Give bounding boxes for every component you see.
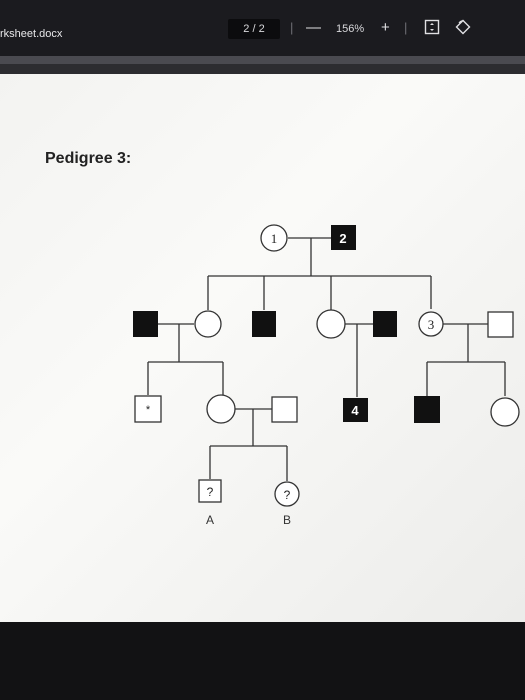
individual-2-label: 2 <box>339 231 346 246</box>
page-heading: Pedigree 3: <box>45 150 132 167</box>
individual-1-label: 1 <box>271 231 278 246</box>
document-title: rksheet.docx <box>0 28 63 40</box>
starred-male <box>134 395 162 423</box>
toolbar-divider: | <box>404 20 408 35</box>
individual-2-affected-male <box>331 225 356 250</box>
affected-male <box>373 311 397 337</box>
individual-4-label: 4 <box>351 403 359 418</box>
rotate-icon[interactable] <box>454 18 472 36</box>
zoom-out-button[interactable]: — <box>306 19 321 36</box>
individual-3-female <box>418 311 444 337</box>
individual-b-name: B <box>283 513 291 527</box>
unaffected-female <box>316 309 346 339</box>
individual-4-affected-male <box>343 398 368 422</box>
toolbar-shadow <box>0 56 525 64</box>
individual-a-query: ? <box>207 485 214 499</box>
pedigree-lines <box>147 237 506 481</box>
affected-male <box>414 396 440 423</box>
individual-a-male <box>198 479 222 503</box>
zoom-level: 156% <box>336 23 365 35</box>
affected-male <box>252 311 276 337</box>
zoom-in-button[interactable]: + <box>381 19 390 36</box>
unaffected-male <box>271 396 298 423</box>
star-marker: * <box>146 404 151 416</box>
individual-3-label: 3 <box>428 317 435 332</box>
page-indicator[interactable]: 2 / 2 <box>228 19 280 39</box>
pdf-toolbar: rksheet.docx 2 / 2 | — 156% + | <box>0 0 525 56</box>
unaffected-female <box>490 397 520 427</box>
document-page <box>0 74 525 622</box>
toolbar-shadow <box>0 64 525 74</box>
unaffected-female <box>194 310 222 338</box>
individual-b-query: ? <box>284 488 291 502</box>
individual-b-female <box>274 481 300 507</box>
unaffected-female <box>206 394 236 424</box>
individual-1-female <box>260 224 288 252</box>
individual-a-name: A <box>206 513 214 527</box>
viewer-background <box>0 622 525 700</box>
fit-to-page-icon[interactable] <box>424 19 440 35</box>
toolbar-divider: | <box>290 20 294 35</box>
affected-male <box>133 311 158 337</box>
unaffected-male <box>487 311 514 338</box>
